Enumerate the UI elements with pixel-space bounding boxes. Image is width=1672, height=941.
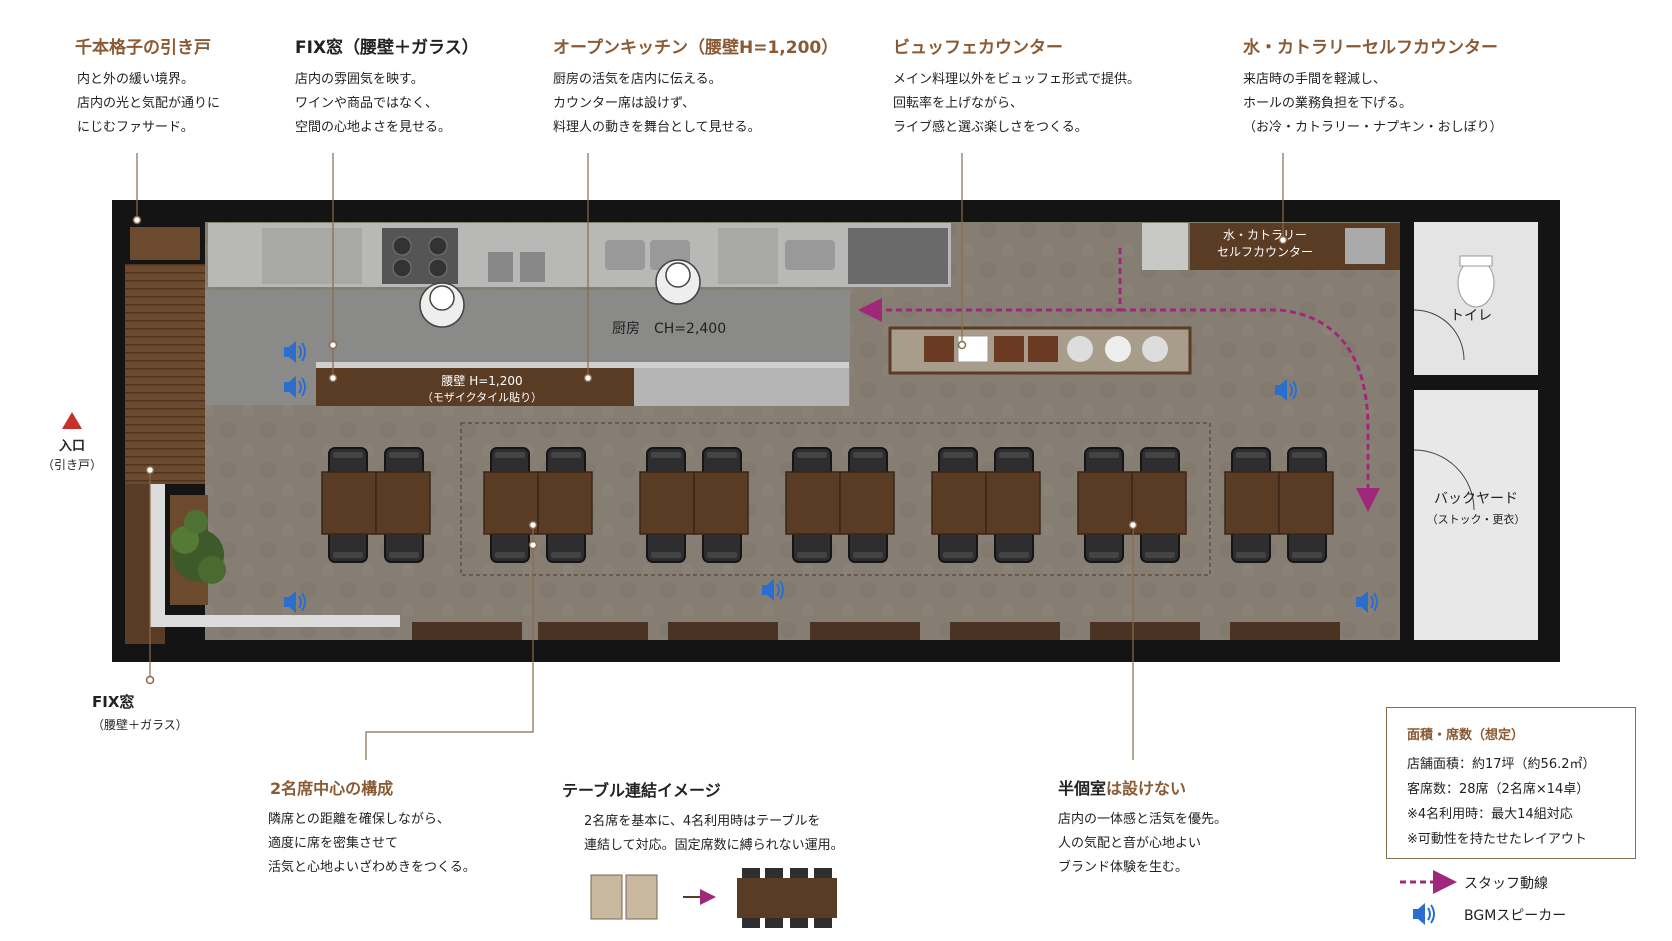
kitchen-label: 厨房 CH=2,400: [612, 321, 727, 337]
entrance-deck: [125, 264, 205, 484]
backyard-label: バックヤード （ストック・更衣）: [1414, 488, 1538, 527]
table: [785, 471, 841, 535]
table: [321, 471, 377, 535]
annotation-line: 内と外の緩い境界。: [77, 72, 195, 87]
waist-wall-label-1: 腰壁 H=1,200: [441, 374, 523, 388]
annotation-line: 店内の雰囲気を映す。: [295, 72, 424, 87]
annotation-line: 店内の光と気配が通りに: [77, 96, 221, 111]
bench-row: [412, 622, 1340, 640]
annotation-open-kitchen: オープンキッチン（腰壁H=1,200） 厨房の活気を店内に伝える。 カウンター席…: [553, 33, 838, 140]
table-pair: [321, 447, 431, 563]
chef-figure: [655, 259, 701, 305]
annotation-title: オープンキッチン（腰壁H=1,200）: [553, 38, 839, 58]
info-line: 客席数：28席（2名席×14卓）: [1407, 782, 1590, 797]
table: [537, 471, 593, 535]
annotation-table-join: テーブル連結イメージ 2名席を基本に、4名利用時はテーブルを 連結して対応。固定…: [562, 777, 844, 858]
table-pair: [1077, 447, 1187, 563]
entrance-label-1: 入口: [58, 439, 85, 454]
annotation-line: ブランド体験を生む。: [1058, 860, 1189, 875]
annotation-line: 空間の心地よさを見せる。: [295, 120, 452, 135]
info-line: ※可動性を持たせたレイアウト: [1407, 832, 1587, 847]
backyard-room: [1414, 390, 1538, 640]
table: [693, 471, 749, 535]
self-counter-label: 水・カトラリー セルフカウンター: [1195, 226, 1335, 260]
annotation-title: ビュッフェカウンター: [893, 38, 1063, 58]
annotation-line: 隣席との距離を確保しながら、: [268, 812, 450, 827]
entrance-marker: [62, 412, 82, 429]
annotation-line: ライブ感と選ぶ楽しさをつくる。: [893, 120, 1088, 135]
annotation-title-a: 半個室: [1058, 779, 1107, 798]
annotation-two-seat: 2名席中心の構成 隣席との距離を確保しながら、 適度に席を密集させて 活気と心地…: [268, 775, 476, 880]
annotation-title: FIX窓（腰壁＋ガラス）: [295, 38, 479, 58]
self-counter-label-2: セルフカウンター: [1216, 245, 1313, 259]
annotation-buffet-counter: ビュッフェカウンター メイン料理以外をビュッフェ形式で提供。 回転率を上げながら…: [893, 33, 1140, 140]
annotation-line: 人の気配と音が心地よい: [1058, 836, 1202, 851]
annotation-title: FIX窓: [92, 693, 135, 711]
table-pair: [931, 447, 1041, 563]
annotation-line: ホールの業務負担を下げる。: [1243, 96, 1413, 111]
annotation-title: 2名席中心の構成: [270, 779, 394, 798]
info-line: ※4名利用時：最大14組対応: [1407, 807, 1573, 822]
annotation-title-b: は設けない: [1106, 779, 1187, 798]
self-counter-label-1: 水・カトラリー: [1222, 228, 1307, 242]
annotation-line: 来店時の手間を軽減し、: [1243, 72, 1387, 87]
annotation-line: メイン料理以外をビュッフェ形式で提供。: [893, 72, 1141, 87]
backyard-label-1: バックヤード: [1434, 491, 1518, 507]
chef-figure: [419, 282, 465, 328]
table: [839, 471, 895, 535]
info-title: 面積・席数（想定）: [1407, 728, 1525, 743]
annotation-sliding-door: 千本格子の引き戸 内と外の緩い境界。 店内の光と気配が通りに にじむファサード。: [75, 33, 220, 140]
table: [375, 471, 431, 535]
backyard-label-2: （ストック・更衣）: [1426, 513, 1526, 526]
table-pair: [1224, 447, 1334, 563]
table-pair: [483, 447, 593, 563]
annotation-title: 水・カトラリーセルフカウンター: [1243, 38, 1498, 58]
staff-route: [1120, 308, 1380, 512]
annotation-line: にじむファサード。: [77, 120, 194, 135]
table-group: [321, 447, 1334, 563]
table: [1278, 471, 1334, 535]
annotation-semi-private: 半個室は設けない 店内の一体感と活気を優先。 人の気配と音が心地よい ブランド体…: [1058, 775, 1227, 880]
annotation-line: 適度に席を密集させて: [268, 836, 399, 851]
annotation-line: ワインや商品ではなく、: [295, 96, 439, 111]
table-pair: [639, 447, 749, 563]
legend-speaker-icon: [1412, 902, 1435, 926]
annotation-title: 千本格子の引き戸: [75, 38, 211, 58]
entrance-label-2: （引き戸）: [41, 458, 102, 472]
annotation-title: テーブル連結イメージ: [562, 781, 721, 800]
legend-staff-label: スタッフ動線: [1464, 876, 1548, 892]
annotation-line: 活気と心地よいざわめきをつくる。: [268, 860, 476, 875]
annotation-fix-window-bottom: FIX窓 （腰壁＋ガラス）: [92, 691, 188, 733]
annotation-self-counter: 水・カトラリーセルフカウンター 来店時の手間を軽減し、 ホールの業務負担を下げる…: [1243, 33, 1503, 140]
annotation-line: 回転率を上げながら、: [893, 96, 1024, 111]
waist-wall-label-2: （モザイクタイル貼り）: [421, 391, 543, 404]
annotation-line: 連結して対応。固定席数に縛られない運用。: [584, 838, 844, 853]
table: [1131, 471, 1187, 535]
annotation-fix-window: FIX窓（腰壁＋ガラス） 店内の雰囲気を映す。 ワインや商品ではなく、 空間の心…: [295, 33, 479, 140]
annotation-line: （お冷・カトラリー・ナプキン・おしぼり）: [1243, 120, 1503, 135]
table: [931, 471, 987, 535]
annotation-line: カウンター席は設けず、: [553, 96, 696, 111]
table: [639, 471, 695, 535]
info-line: 店舗面積：約17坪（約56.2㎡）: [1407, 757, 1596, 772]
table-join-illustration: [590, 868, 837, 928]
area-seat-info-box: 面積・席数（想定） 店舗面積：約17坪（約56.2㎡） 客席数：28席（2名席×…: [1386, 707, 1636, 859]
toilet-label: トイレ: [1450, 308, 1492, 324]
table: [985, 471, 1041, 535]
annotation-sub: （腰壁＋ガラス）: [92, 718, 188, 732]
table: [1224, 471, 1280, 535]
annotation-line: 厨房の活気を店内に伝える。: [553, 72, 722, 87]
annotation-line: 2名席を基本に、4名利用時はテーブルを: [584, 814, 821, 829]
waist-wall-label: 腰壁 H=1,200 （モザイクタイル貼り）: [372, 372, 592, 405]
table-pair: [785, 447, 895, 563]
annotation-line: 店内の一体感と活気を優先。: [1058, 812, 1228, 827]
table: [1077, 471, 1133, 535]
annotation-line: 料理人の動きを舞台として見せる。: [553, 120, 761, 135]
waist-wall: [316, 368, 634, 406]
entrance-label: 入口 （引き戸）: [36, 435, 108, 473]
legend-speaker-label: BGMスピーカー: [1464, 908, 1567, 924]
